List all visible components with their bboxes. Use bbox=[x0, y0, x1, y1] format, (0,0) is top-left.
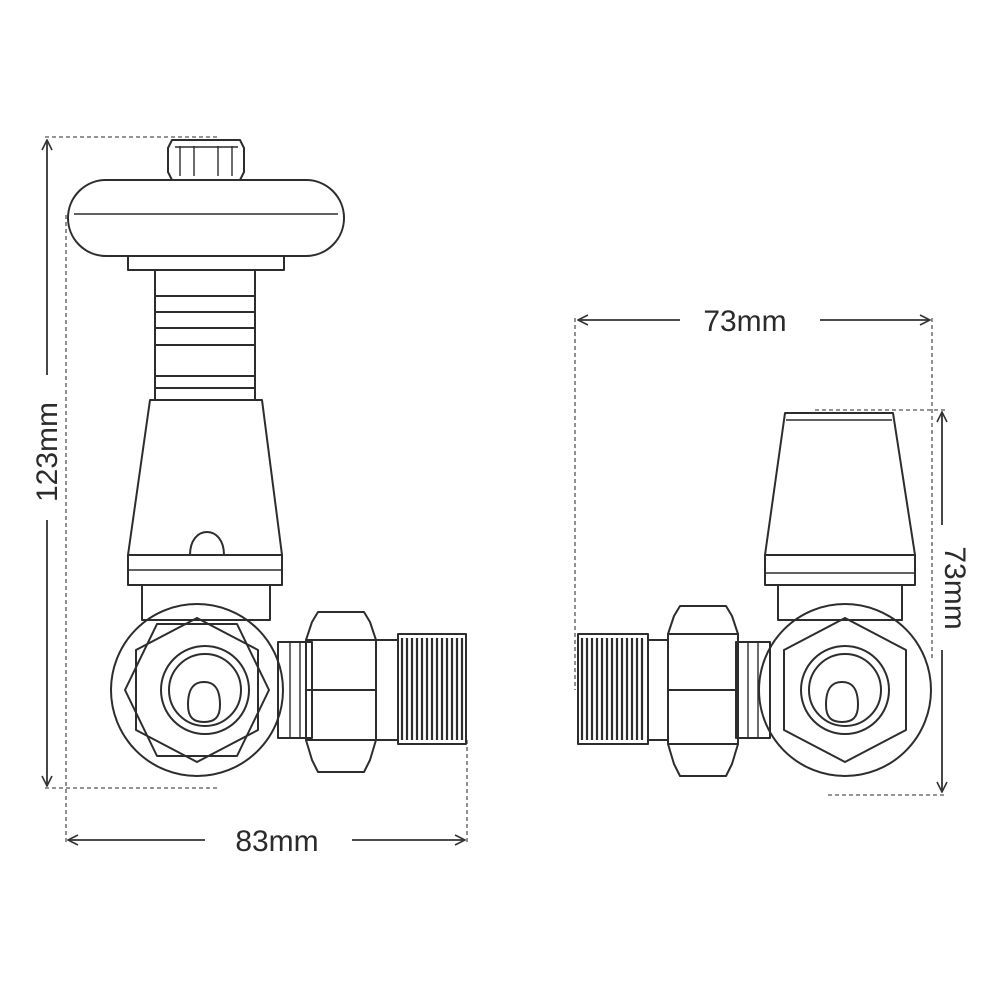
union-nut bbox=[305, 611, 399, 773]
front-extension-lines bbox=[45, 136, 468, 845]
side-extension-lines bbox=[574, 318, 945, 796]
top-cap bbox=[167, 139, 245, 181]
threaded-tail bbox=[397, 633, 467, 745]
side-cap bbox=[764, 412, 916, 621]
side-view bbox=[574, 318, 945, 796]
side-height-label: 73mm bbox=[938, 546, 971, 629]
side-height-dimension: 73mm bbox=[938, 412, 971, 792]
side-elbow-body bbox=[758, 603, 932, 777]
elbow-body bbox=[110, 603, 284, 777]
side-width-label: 73mm bbox=[703, 305, 786, 338]
tapered-body bbox=[127, 399, 283, 621]
front-height-dimension: 123mm bbox=[31, 140, 64, 786]
side-connector bbox=[277, 641, 313, 739]
side-width-dimension: 73mm bbox=[578, 305, 930, 338]
front-view bbox=[45, 136, 468, 845]
front-height-label: 123mm bbox=[31, 402, 64, 502]
side-union-nut bbox=[647, 605, 739, 777]
handwheel-head bbox=[67, 179, 345, 271]
side-threaded-tail bbox=[577, 633, 649, 745]
front-width-dimension: 83mm bbox=[68, 825, 465, 858]
ribbed-stem bbox=[154, 269, 256, 401]
front-width-label: 83mm bbox=[235, 825, 318, 858]
